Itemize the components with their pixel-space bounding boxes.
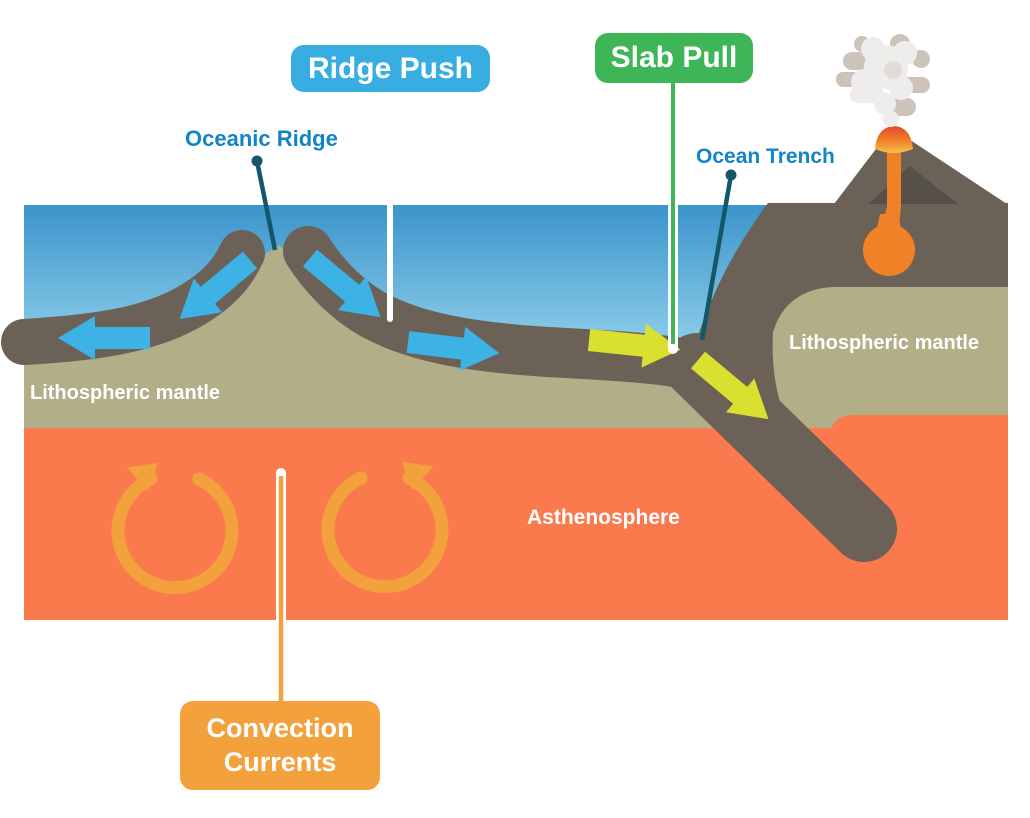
smoke-puff-dark — [890, 98, 916, 116]
ridge-push-label: Ridge Push — [291, 45, 490, 92]
pointer-line — [699, 174, 734, 341]
convection-arrowhead-left — [126, 462, 159, 492]
convection-currents-label-text: Convection Currents — [206, 712, 354, 777]
oceanic-ridge-pointer — [251, 155, 278, 251]
pointer-dot — [725, 169, 737, 181]
yellow-arrow-right — [587, 323, 681, 368]
convection-currents-label: Convection Currents — [180, 701, 380, 790]
smoke-puff-light — [874, 93, 896, 115]
convection-arrowhead-right — [401, 461, 434, 491]
ocean-trench-pointer — [699, 169, 737, 341]
slab-pull-label-text: Slab Pull — [610, 41, 738, 74]
volcano-icon — [834, 126, 1007, 276]
convection-arc-right — [321, 471, 449, 594]
smoke-cloud-icon — [836, 34, 930, 127]
convection-cell-right-clockwise — [321, 471, 449, 594]
blue-arrow-right — [406, 326, 500, 371]
volcano-cone — [834, 128, 1007, 204]
pointer-dot — [251, 155, 263, 167]
smoke-puff-light — [889, 76, 913, 100]
lithospheric-mantle-left-label: Lithospheric mantle — [30, 382, 221, 404]
blue-arrow-down-left — [179, 251, 258, 320]
ocean-trench-label: Ocean Trench — [696, 145, 835, 168]
slab-pull-label: Slab Pull — [595, 33, 753, 83]
convection-cell-left-counterclockwise — [111, 472, 239, 595]
yellow-arrow-down-right — [690, 351, 769, 420]
asthenosphere-label: Asthenosphere — [527, 506, 680, 529]
pointer-line — [254, 160, 278, 251]
lava-conduit — [880, 144, 901, 234]
magma-blob — [863, 224, 915, 276]
smoke-puff-light — [861, 37, 885, 61]
blue-arrow-left — [58, 316, 150, 360]
oceanic-ridge-label: Oceanic Ridge — [185, 126, 338, 151]
crater-lava-dome — [875, 126, 913, 153]
ridge-push-label-text: Ridge Push — [307, 51, 473, 85]
convection-arc-left — [111, 472, 239, 595]
lithospheric-mantle-right — [772, 287, 1008, 432]
lithospheric-mantle-right-label: Lithospheric mantle — [789, 332, 980, 354]
smoke-puff-mid — [884, 61, 902, 79]
smoke-puff-light — [893, 41, 917, 65]
divergent-plate-arrows-blue — [58, 249, 500, 371]
smoke-puff-light — [883, 111, 899, 127]
blue-arrow-down-right — [302, 249, 381, 318]
subducting-slab-arrows-yellow — [587, 323, 769, 420]
lava-flow-icon — [863, 144, 915, 276]
